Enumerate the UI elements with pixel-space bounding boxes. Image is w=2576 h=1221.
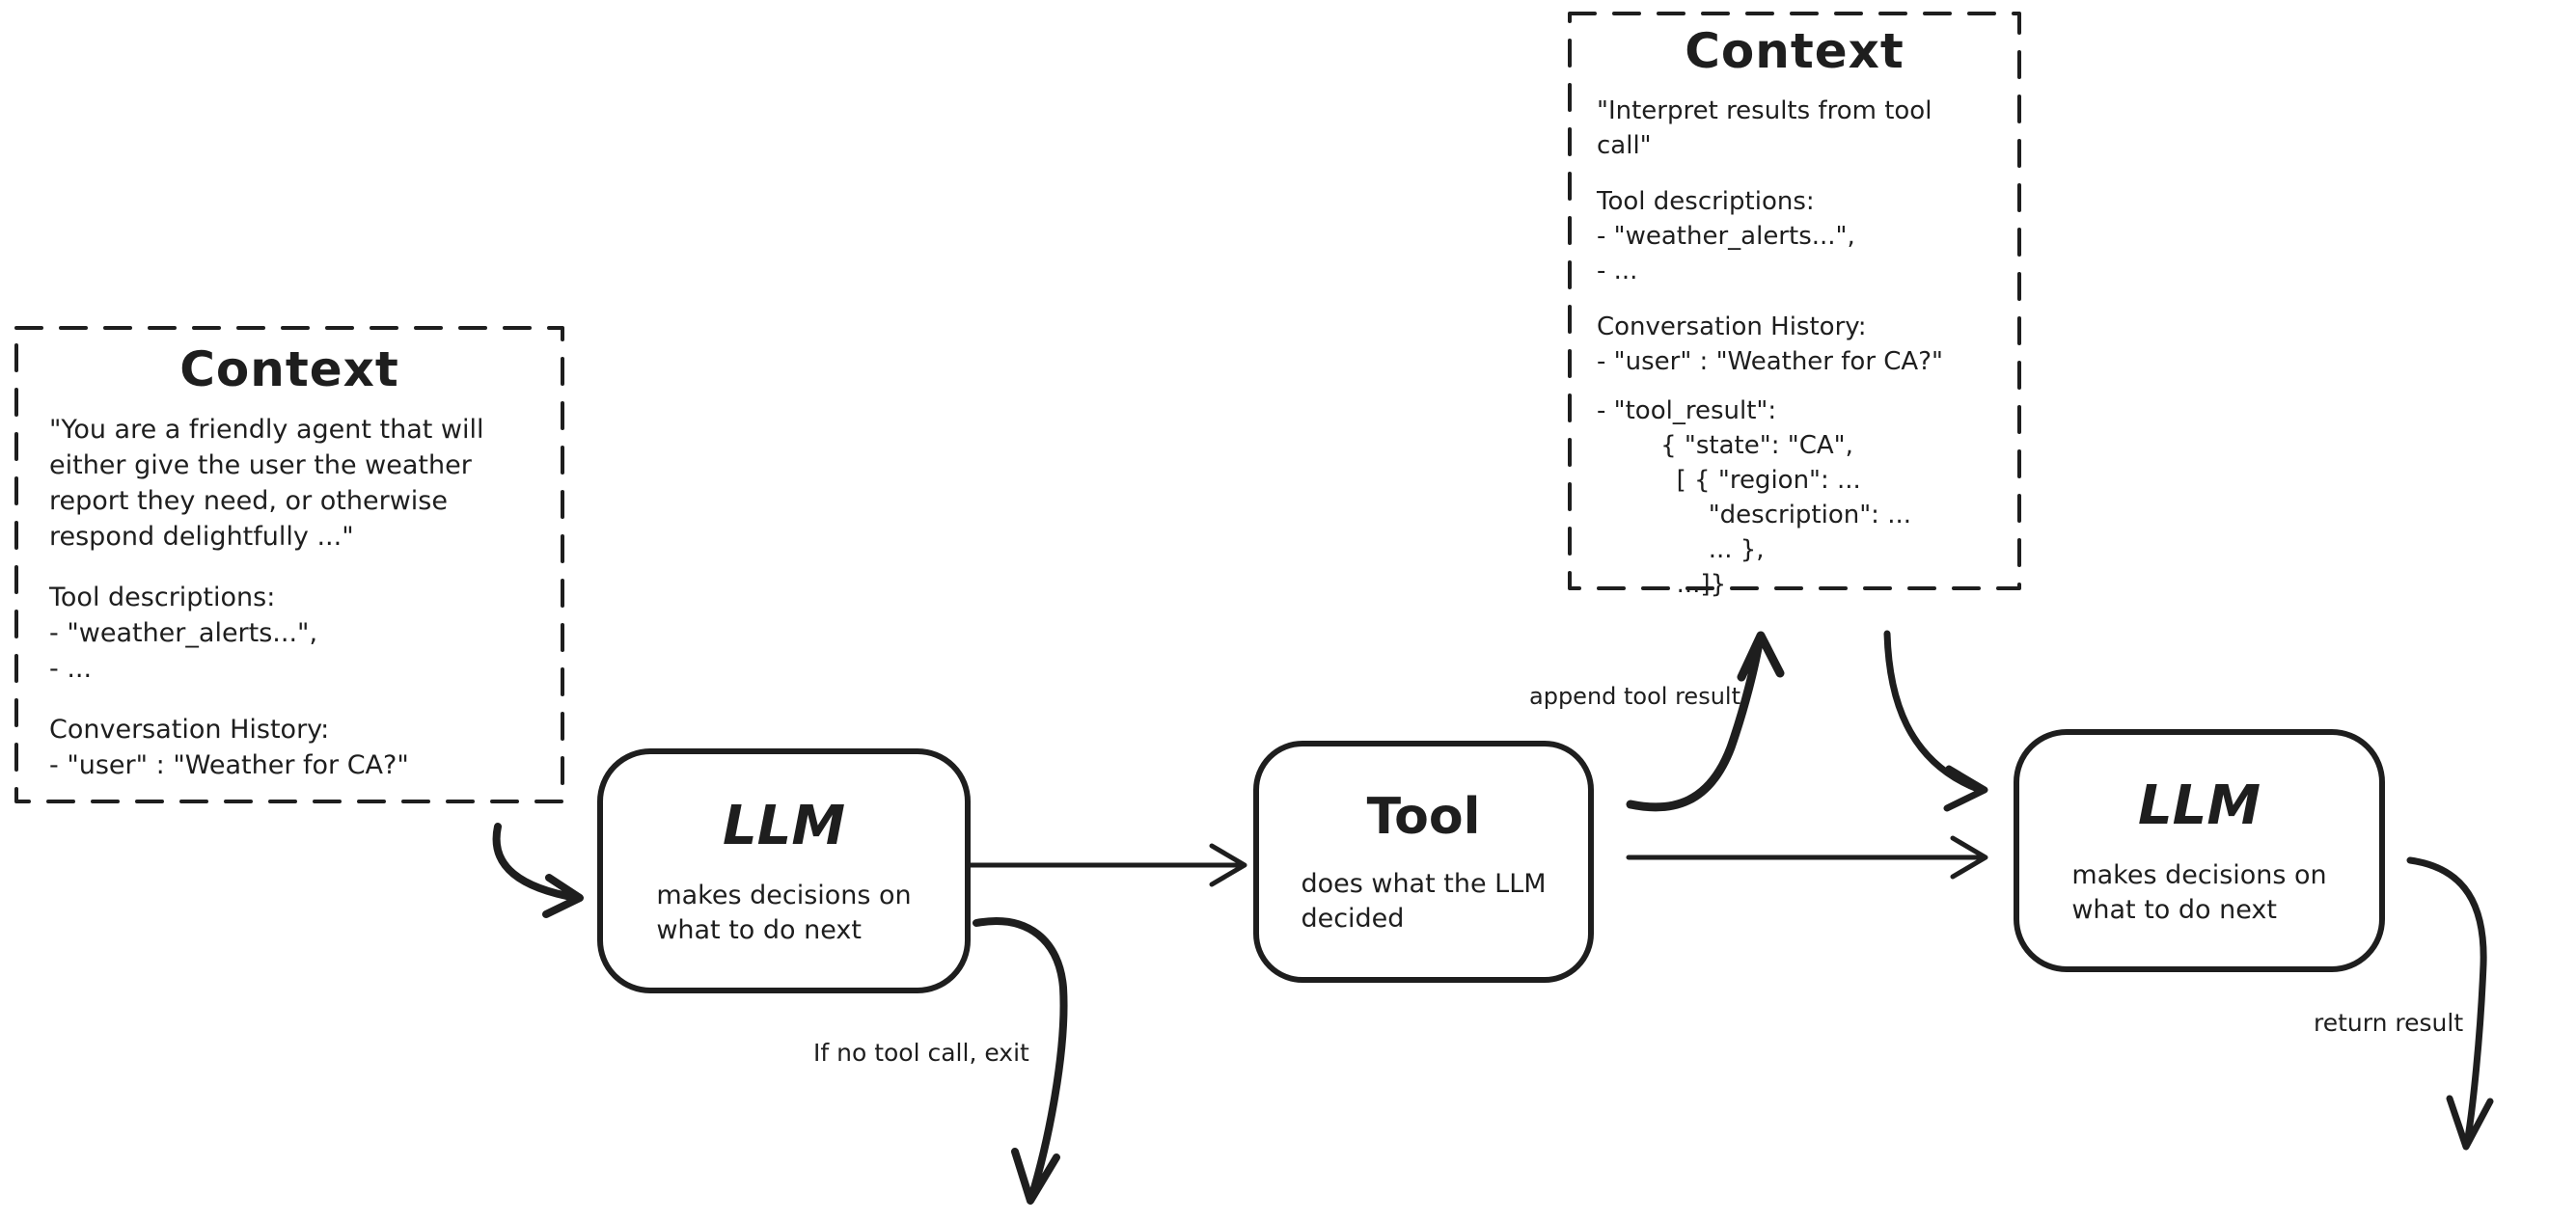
llm2-node: LLM makes decisions on what to do next (2016, 732, 2382, 969)
context2-system-prompt: "Interpret results from tool call" (1597, 96, 1932, 160)
arrow-llm1-exit (973, 917, 1068, 1205)
arrow-llm1-to-tool (968, 843, 1247, 887)
context1-tool-descriptions: - "weather_alerts...", - ... (49, 618, 318, 684)
llm2-title: LLM (2137, 773, 2261, 837)
label-return-result: return result (2314, 1009, 2464, 1037)
arrow-tool-to-llm2 (1626, 835, 1988, 880)
llm2-box (2014, 729, 2385, 972)
context2-tool-descriptions: - "weather_alerts...", - ... (1597, 222, 1855, 285)
context1-panel: Context "You are a friendly agent that w… (16, 328, 562, 801)
context1-title: Context (179, 341, 399, 397)
llm1-subtitle: makes decisions on what to do next (656, 880, 912, 945)
llm2-subtitle: makes decisions on what to do next (2071, 859, 2327, 925)
tool-title: Tool (1366, 787, 1481, 846)
llm1-title: LLM (722, 794, 846, 857)
arrow-tool-to-context2 (1626, 631, 1785, 812)
label-append-tool-result: append tool result (1529, 683, 1740, 710)
context1-box (14, 326, 564, 803)
context2-tool-result: - "tool_result": { "state": "CA", [ { "r… (1597, 396, 1912, 599)
context2-box (1568, 12, 2021, 590)
llm1-box (597, 748, 971, 993)
context2-title: Context (1685, 23, 1905, 79)
llm1-node: LLM makes decisions on what to do next (600, 751, 968, 990)
tool-box (1253, 741, 1594, 983)
context2-history: - "user" : "Weather for CA?" (1597, 347, 1943, 376)
context2-tool-descriptions-heading: Tool descriptions: (1597, 187, 1815, 216)
context1-tool-descriptions-heading: Tool descriptions: (49, 583, 276, 612)
tool-node: Tool does what the LLM decided (1256, 744, 1591, 980)
context1-history: - "user" : "Weather for CA?" (49, 750, 409, 780)
arrow-llm2-return (2406, 856, 2494, 1151)
label-if-no-tool-call-exit: If no tool call, exit (813, 1039, 1029, 1067)
context1-system-prompt: "You are a friendly agent that will eith… (49, 415, 484, 552)
arrow-context1-to-llm1 (492, 823, 584, 918)
tool-subtitle: does what the LLM decided (1301, 868, 1547, 934)
arrow-context2-to-llm2 (1883, 630, 1988, 812)
context2-history-heading: Conversation History: (1597, 312, 1867, 341)
context2-panel: Context "Interpret results from tool cal… (1570, 14, 2019, 599)
context1-history-heading: Conversation History: (49, 715, 330, 745)
